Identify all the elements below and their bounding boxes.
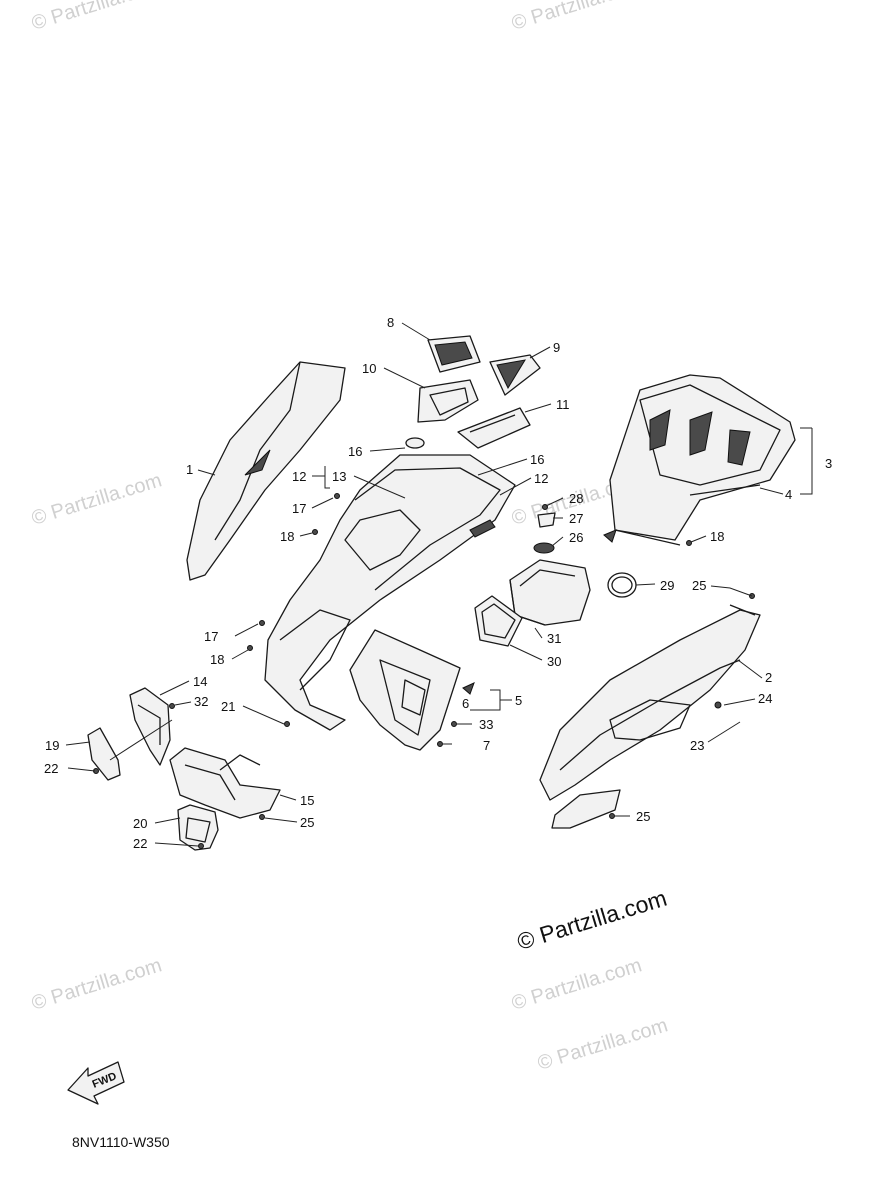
leader-lines xyxy=(65,322,813,847)
part-10-duct xyxy=(417,379,479,423)
part-1-side-panel xyxy=(186,361,346,581)
callout-19: 19 xyxy=(45,738,59,753)
part-9-vent xyxy=(489,354,541,396)
callout-26: 26 xyxy=(569,530,583,545)
part-26-grommet xyxy=(533,542,555,554)
callout-3: 3 xyxy=(825,456,832,471)
callout-27: 27 xyxy=(569,511,583,526)
callout-8: 8 xyxy=(387,315,394,330)
part-20-grille xyxy=(177,804,219,851)
fasteners xyxy=(93,493,755,849)
callout-labels: 1 2 3 4 5 6 7 8 9 10 11 12 12 13 14 15 1… xyxy=(44,315,832,851)
callout-25-right: 25 xyxy=(636,809,650,824)
callout-18-right: 18 xyxy=(710,529,724,544)
callout-7: 7 xyxy=(483,738,490,753)
part-14-bracket xyxy=(129,687,171,766)
callout-4: 4 xyxy=(785,487,792,502)
callout-14: 14 xyxy=(193,674,207,689)
part-19-panel xyxy=(87,727,121,781)
callout-16-right: 16 xyxy=(530,452,544,467)
watermark: © Partzilla.com xyxy=(29,0,164,35)
callout-11: 11 xyxy=(556,397,570,412)
callout-30: 30 xyxy=(547,654,561,669)
part-29-clamp xyxy=(607,572,637,598)
callout-24: 24 xyxy=(758,691,772,706)
part-2-side-panel xyxy=(539,604,761,829)
callout-21: 21 xyxy=(221,699,235,714)
part-4-mat xyxy=(689,484,761,496)
callout-18-upper: 18 xyxy=(280,529,294,544)
part-8-vent xyxy=(427,335,481,373)
watermark: © Partzilla.com xyxy=(509,954,644,1014)
callout-12-right: 12 xyxy=(534,471,548,486)
part-27-clip xyxy=(537,512,556,528)
callout-33: 33 xyxy=(479,717,493,732)
fwd-arrow-icon: FWD xyxy=(67,1061,125,1105)
part-15-inner-panel xyxy=(169,747,281,819)
callout-23: 23 xyxy=(690,738,704,753)
callout-28: 28 xyxy=(569,491,583,506)
callout-18-lower: 18 xyxy=(210,652,224,667)
callout-25-left: 25 xyxy=(300,815,314,830)
watermark: © Partzilla.com xyxy=(29,469,164,529)
callout-29: 29 xyxy=(660,578,674,593)
callout-22-lower: 22 xyxy=(133,836,147,851)
part-30-seal xyxy=(474,595,523,647)
callout-13: 13 xyxy=(332,469,346,484)
callout-17-lower: 17 xyxy=(204,629,218,644)
part-5-lower-cover xyxy=(349,629,461,751)
diagram-code: 8NV1110-W350 xyxy=(72,1134,170,1150)
part-hood-assembly xyxy=(264,454,516,731)
callout-12-left: 12 xyxy=(292,469,306,484)
watermark: © Partzilla.com xyxy=(535,1014,670,1074)
part-3-storage-bin xyxy=(609,374,796,546)
callout-20: 20 xyxy=(133,816,147,831)
callout-10: 10 xyxy=(362,361,376,376)
callout-17-upper: 17 xyxy=(292,501,306,516)
callout-9: 9 xyxy=(553,340,560,355)
part-31-air-duct xyxy=(509,559,591,626)
callout-32: 32 xyxy=(194,694,208,709)
part-11-duct xyxy=(457,407,531,449)
callout-31: 31 xyxy=(547,631,561,646)
callout-2: 2 xyxy=(765,670,772,685)
callout-15: 15 xyxy=(300,793,314,808)
watermark: © Partzilla.com xyxy=(29,954,164,1014)
callout-5: 5 xyxy=(515,693,522,708)
callout-6: 6 xyxy=(462,696,469,711)
watermark: © Partzilla.com xyxy=(509,0,644,35)
callout-16-left: 16 xyxy=(348,444,362,459)
callout-1: 1 xyxy=(186,462,193,477)
callout-25-top: 25 xyxy=(692,578,706,593)
callout-22-upper: 22 xyxy=(44,761,58,776)
